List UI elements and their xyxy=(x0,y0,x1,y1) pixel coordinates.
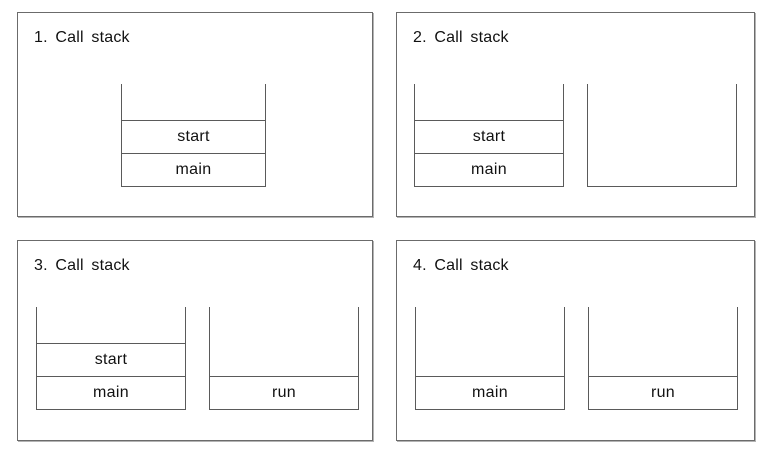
panel-4-call-stack-left: main xyxy=(415,307,565,410)
panel-4-call-stack-right: run xyxy=(588,307,738,410)
stack-frame-main: main xyxy=(415,153,563,186)
stack-frame-run: run xyxy=(210,376,358,409)
stack-frame-main: main xyxy=(416,376,564,409)
stack-frames: start main xyxy=(37,343,185,409)
panel-3-call-stack-left: start main xyxy=(36,307,186,410)
panel-2-title: 2. Call stack xyxy=(413,29,509,46)
panel-3-call-stack-right: run xyxy=(209,307,359,410)
panel-3-title: 3. Call stack xyxy=(34,257,130,274)
panel-4: 4. Call stack main run xyxy=(396,240,755,441)
stack-frame-run: run xyxy=(589,376,737,409)
panel-2: 2. Call stack start main xyxy=(396,12,755,217)
stack-frames: start main xyxy=(122,120,265,186)
panel-1: 1. Call stack start main xyxy=(17,12,373,217)
stack-frame-main: main xyxy=(122,153,265,186)
stack-frames: run xyxy=(210,376,358,409)
stack-frames: main xyxy=(416,376,564,409)
stack-frame-start: start xyxy=(37,343,185,376)
panel-3: 3. Call stack start main run xyxy=(17,240,373,441)
panel-1-title: 1. Call stack xyxy=(34,29,130,46)
stack-frames: start main xyxy=(415,120,563,186)
stack-frame-start: start xyxy=(415,120,563,153)
panel-2-call-stack-right-empty xyxy=(587,84,737,187)
panel-1-call-stack: start main xyxy=(121,84,266,187)
panel-2-call-stack-left: start main xyxy=(414,84,564,187)
stack-frames: run xyxy=(589,376,737,409)
stack-frame-start: start xyxy=(122,120,265,153)
stack-frame-main: main xyxy=(37,376,185,409)
panel-4-title: 4. Call stack xyxy=(413,257,509,274)
